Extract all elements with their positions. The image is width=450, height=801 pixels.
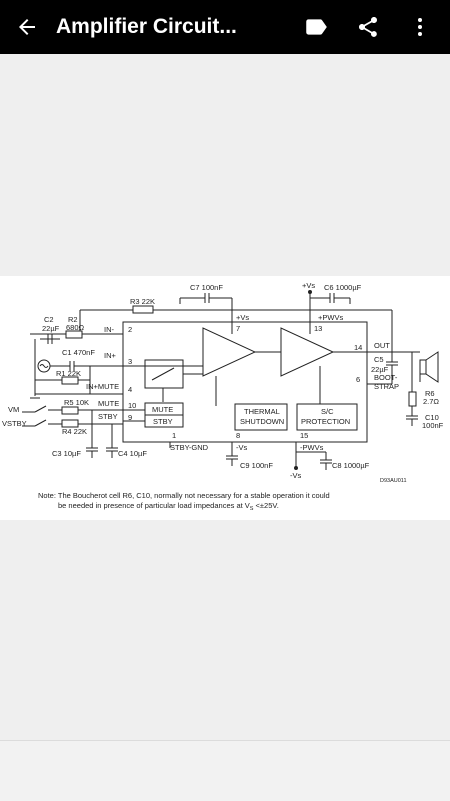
speaker-icon bbox=[425, 351, 439, 383]
svg-text:6: 6 bbox=[356, 375, 360, 384]
svg-text:OUT: OUT bbox=[374, 341, 390, 350]
svg-text:4: 4 bbox=[128, 385, 132, 394]
r4-resistor bbox=[61, 419, 79, 428]
svg-text:C10: C10 bbox=[425, 413, 439, 422]
svg-text:R3 22K: R3 22K bbox=[130, 297, 155, 306]
svg-text:-Vs: -Vs bbox=[290, 471, 302, 480]
app-bar: Amplifier Circuit... bbox=[0, 0, 450, 54]
r1-resistor bbox=[61, 376, 79, 385]
svg-text:R6: R6 bbox=[425, 389, 435, 398]
svg-text:C7 100nF: C7 100nF bbox=[190, 283, 223, 292]
svg-text:STRAP: STRAP bbox=[374, 382, 399, 391]
schematic-image[interactable]: C7 100nF +Vs C6 1000µF R3 22K +Vs +PWVs … bbox=[0, 276, 450, 520]
r2-resistor bbox=[65, 330, 83, 339]
svg-text:C6 1000µF: C6 1000µF bbox=[324, 283, 362, 292]
svg-text:+Vs: +Vs bbox=[236, 313, 249, 322]
svg-text:THERMAL: THERMAL bbox=[244, 407, 280, 416]
svg-text:2.7Ω: 2.7Ω bbox=[423, 397, 439, 406]
page-title: Amplifier Circuit... bbox=[56, 15, 237, 38]
svg-text:100nF: 100nF bbox=[422, 421, 444, 430]
svg-text:C5: C5 bbox=[374, 355, 384, 364]
svg-text:1: 1 bbox=[172, 431, 176, 440]
svg-text:+PWVs: +PWVs bbox=[318, 313, 343, 322]
svg-text:+Vs: +Vs bbox=[302, 281, 315, 290]
appbar-actions bbox=[290, 0, 446, 54]
more-vert-icon bbox=[418, 18, 422, 36]
svg-text:9: 9 bbox=[128, 413, 132, 422]
svg-text:IN-: IN- bbox=[104, 325, 115, 334]
svg-text:IN+: IN+ bbox=[104, 351, 117, 360]
circuit-schematic: C7 100nF +Vs C6 1000µF R3 22K +Vs +PWVs … bbox=[2, 281, 444, 512]
svg-text:C1 470nF: C1 470nF bbox=[62, 348, 95, 357]
svg-text:S/C: S/C bbox=[321, 407, 334, 416]
svg-text:IN+MUTE: IN+MUTE bbox=[86, 382, 119, 391]
svg-text:C2: C2 bbox=[44, 315, 54, 324]
svg-text:10: 10 bbox=[128, 401, 136, 410]
svg-text:C8 1000µF: C8 1000µF bbox=[332, 461, 370, 470]
svg-text:C9 100nF: C9 100nF bbox=[240, 461, 273, 470]
svg-text:STBY-GND: STBY-GND bbox=[170, 443, 209, 452]
svg-text:BOOT-: BOOT- bbox=[374, 373, 398, 382]
svg-text:SHUTDOWN: SHUTDOWN bbox=[240, 417, 284, 426]
share-button[interactable] bbox=[342, 0, 394, 54]
svg-text:2: 2 bbox=[128, 325, 132, 334]
arrow-left-icon bbox=[19, 19, 35, 35]
power-opamp bbox=[280, 327, 335, 377]
r6-resistor bbox=[408, 391, 417, 407]
note-line-1: Note: The Boucherot cell R6, C10, normal… bbox=[38, 491, 330, 500]
share-icon bbox=[359, 17, 377, 37]
svg-text:R1 22K: R1 22K bbox=[56, 369, 81, 378]
svg-text:22µF: 22µF bbox=[42, 324, 60, 333]
svg-text:-PWVs: -PWVs bbox=[300, 443, 324, 452]
svg-text:13: 13 bbox=[314, 324, 322, 333]
r3-resistor bbox=[132, 305, 154, 314]
svg-text:STBY: STBY bbox=[153, 417, 173, 426]
overflow-menu-button[interactable] bbox=[394, 0, 446, 54]
label-icon bbox=[306, 19, 327, 35]
svg-text:7: 7 bbox=[236, 324, 240, 333]
svg-text:R4 22K: R4 22K bbox=[62, 427, 87, 436]
svg-text:3: 3 bbox=[128, 357, 132, 366]
preamp-opamp bbox=[202, 327, 257, 377]
back-button[interactable] bbox=[0, 0, 54, 54]
svg-text:VM: VM bbox=[8, 405, 19, 414]
svg-text:STBY: STBY bbox=[98, 412, 118, 421]
svg-text:C3 10µF: C3 10µF bbox=[52, 449, 81, 458]
svg-text:R5 10K: R5 10K bbox=[64, 398, 89, 407]
svg-text:680Ω: 680Ω bbox=[66, 323, 85, 332]
svg-text:22µF: 22µF bbox=[371, 365, 389, 374]
svg-text:15: 15 bbox=[300, 431, 308, 440]
sc-protection-block bbox=[296, 403, 358, 431]
svg-text:VSTBY: VSTBY bbox=[2, 419, 27, 428]
tag-button[interactable] bbox=[290, 0, 342, 54]
svg-text:R2: R2 bbox=[68, 315, 78, 324]
svg-text:MUTE: MUTE bbox=[152, 405, 173, 414]
svg-text:PROTECTION: PROTECTION bbox=[301, 417, 350, 426]
svg-text:MUTE: MUTE bbox=[98, 399, 119, 408]
bottom-bar bbox=[0, 740, 450, 801]
note-line-2: be needed in presence of particular load… bbox=[58, 501, 279, 512]
svg-text:8: 8 bbox=[236, 431, 240, 440]
ic-outline bbox=[122, 321, 368, 443]
thermal-shutdown-block bbox=[234, 403, 288, 431]
svg-text:14: 14 bbox=[354, 343, 362, 352]
svg-text:-Vs: -Vs bbox=[236, 443, 248, 452]
r5-resistor bbox=[61, 406, 79, 415]
svg-text:D93AU011: D93AU011 bbox=[380, 478, 407, 484]
svg-text:C4 10µF: C4 10µF bbox=[118, 449, 147, 458]
